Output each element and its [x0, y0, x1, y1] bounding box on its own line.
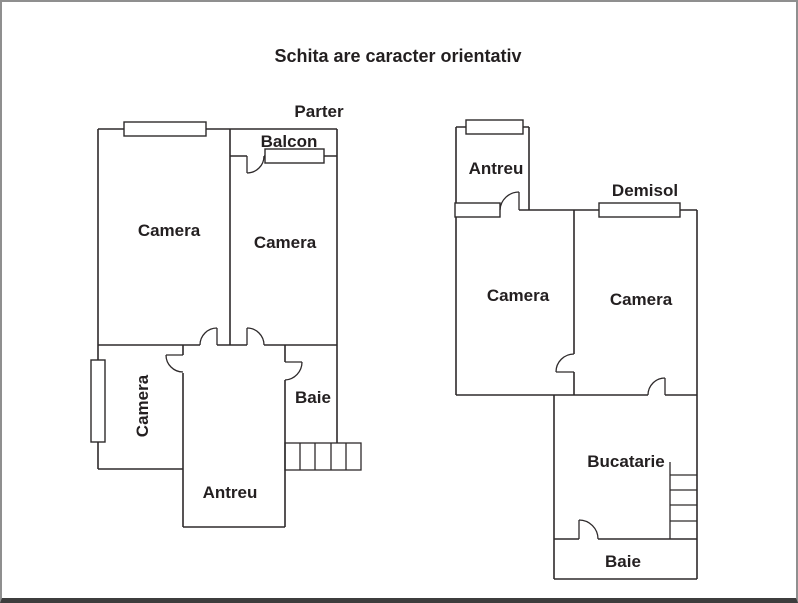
- window-demisol-camera: [598, 202, 681, 218]
- window-top-left: [123, 121, 207, 137]
- door-balcon: [246, 155, 265, 174]
- door-camera-to-bucatarie: [647, 377, 666, 396]
- door-antreu-to-camera-tl: [199, 327, 218, 346]
- plan-label-parter: Parter: [294, 102, 344, 121]
- window-balcon: [264, 148, 325, 164]
- stairs-parter: [284, 442, 362, 471]
- door-antreu-demisol: [499, 191, 520, 211]
- sketch-disclaimer-title: Schita are caracter orientativ: [274, 46, 521, 66]
- room-label-baie-demisol: Baie: [605, 552, 641, 571]
- parter-plan: Parter Balcon Camera Camera Camera Antre…: [90, 102, 362, 528]
- door-antreu-to-camera-tr: [246, 327, 265, 346]
- plan-label-demisol: Demisol: [612, 181, 678, 200]
- door-baie-left: [284, 361, 303, 381]
- window-left-wall: [90, 359, 106, 443]
- door-bucatarie-to-baie: [578, 519, 599, 540]
- room-label-camera-bottom-left: Camera: [133, 374, 152, 437]
- door-antreu-to-camera-bl: [165, 354, 184, 373]
- window-antreu-bottom: [454, 202, 501, 218]
- room-label-antreu-demisol: Antreu: [469, 159, 524, 178]
- stairs-demisol: [669, 462, 697, 539]
- room-label-baie-parter: Baie: [295, 388, 331, 407]
- room-label-antreu-parter: Antreu: [203, 483, 258, 502]
- room-label-camera-top-right: Camera: [254, 233, 317, 252]
- room-label-bucatarie: Bucatarie: [587, 452, 664, 471]
- room-label-camera-top-left: Camera: [138, 221, 201, 240]
- window-antreu-top: [465, 119, 524, 135]
- room-label-camera-left: Camera: [487, 286, 550, 305]
- door-between-cameras: [555, 353, 575, 373]
- demisol-plan: Demisol Antreu Camera Camera Bucatarie B…: [454, 119, 698, 580]
- room-label-camera-right: Camera: [610, 290, 673, 309]
- room-label-balcon: Balcon: [261, 132, 318, 151]
